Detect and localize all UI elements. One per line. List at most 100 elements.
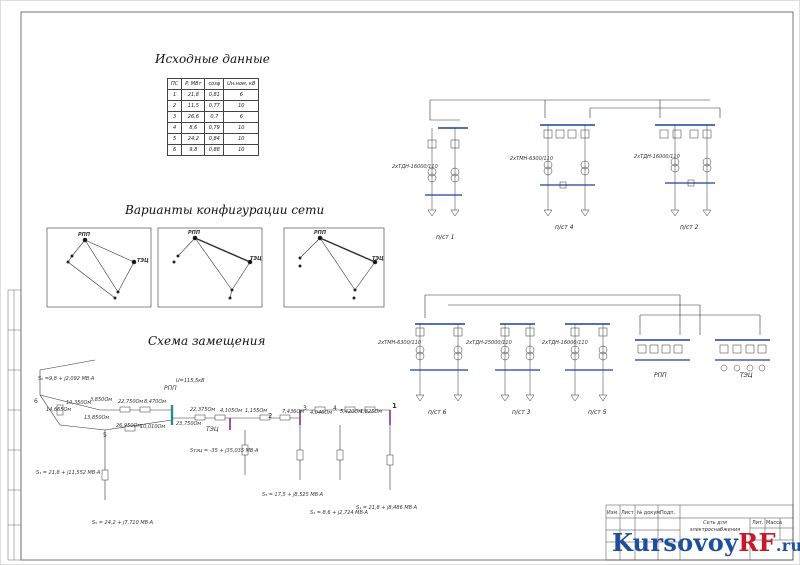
table-cell: 26,6 [181, 111, 206, 123]
table-header: cosφ [204, 78, 225, 90]
ps2-transformer-label: 2хТДН-16000/110 [634, 154, 680, 160]
stamp-field: Лит. [752, 520, 764, 526]
impedance-label: 10,350Ом [66, 400, 92, 406]
impedance-label: 4,046Ом [310, 410, 333, 416]
scheme-rpp-label: РПП [164, 385, 177, 392]
variants-title: Варианты конфигурации сети [125, 203, 325, 217]
variant-3-rpp-label: РПП [314, 230, 327, 236]
impedance-label: 14,665Ом [46, 407, 72, 413]
ps1-label: п/ст 1 [436, 234, 455, 241]
ps6-transformer-label: 2хТМН-6300/110 [378, 340, 422, 346]
rpp-label: РПП [654, 372, 667, 379]
tec-label: ТЭЦ [740, 372, 753, 379]
ps2-label: п/ст 2 [680, 224, 699, 231]
variant-2-rpp-label: РПП [188, 230, 201, 236]
source-data-title: Исходные данные [155, 52, 270, 66]
ps2-schematic [659, 125, 715, 217]
table-cell: 0,79 [204, 122, 225, 134]
scheme-node-6: 6 [34, 398, 38, 405]
rpp-schematic [635, 344, 690, 361]
table-cell: 0,81 [204, 89, 225, 101]
stamp-field: Лист [621, 510, 634, 516]
substitution-scheme [39, 359, 394, 500]
table-cell: 3 [166, 111, 183, 123]
variant-box-3 [283, 227, 385, 308]
variant-2-tec-label: ТЭЦ [250, 256, 262, 262]
impedance-label: 1,155Ом [245, 408, 268, 414]
scheme-load-tec: Sтэц = -35 + j35,035 МВ·А [190, 448, 259, 454]
scheme-node-2: 2 [268, 412, 273, 420]
table-cell: 0,88 [204, 144, 225, 156]
ps4-schematic [540, 125, 595, 217]
scheme-load-1a: S₁ = 21,8 + j11,552 МВ·А [36, 470, 101, 476]
impedance-label: 4,105Ом [220, 408, 243, 414]
table-cell: 11,5 [181, 100, 206, 112]
scheme-node-4: 4 [333, 405, 337, 412]
table-cell: 6 [166, 144, 183, 156]
table-cell: 10 [223, 100, 260, 112]
impedance-label: 13,850Ом [84, 415, 110, 421]
variant-1-tec-label: ТЭЦ [137, 258, 149, 264]
ps3-schematic [495, 324, 540, 402]
table-cell: 6 [223, 89, 260, 101]
ps3-transformer-label: 2хТДН-25000/110 [466, 340, 512, 346]
impedance-label: 23,750Ом [176, 421, 202, 427]
table-cell: 2 [166, 100, 183, 112]
ps4-label: п/ст 4 [555, 224, 574, 231]
impedance-label: 8,470Ом [144, 399, 167, 405]
table-header: ПС [166, 78, 183, 90]
scheme-node-5: 5 [103, 432, 107, 439]
upper-network [429, 99, 721, 129]
scheme-load-6: S₆ =9,8 + j2,092 МВ·А [38, 376, 95, 382]
tec-schematic [715, 344, 770, 372]
table-header: Uн.ном, кВ [223, 78, 260, 90]
impedance-label: 1,825Ом [360, 409, 383, 415]
scheme-tec-label: ТЭЦ [206, 426, 219, 433]
lower-network [415, 294, 770, 341]
ps1-transformer-label: 2хТДН-16000/110 [392, 164, 438, 170]
impedance-label: 3,850Ом [90, 397, 113, 403]
scheme-load-5: S₅ = 24,2 + j7,710 МВ·А [92, 520, 154, 526]
ps6-label: п/ст 6 [428, 409, 447, 416]
table-cell: 1 [166, 89, 183, 101]
watermark-main: Kursovoy [612, 528, 739, 557]
table-cell: 10 [223, 133, 260, 145]
scheme-node-3: 3 [303, 405, 307, 412]
table-cell: 0,7 [204, 111, 225, 123]
ps4-transformer-label: 2хТМН-6300/110 [510, 156, 554, 162]
table-cell: 0,77 [204, 100, 225, 112]
table-cell: 5 [166, 133, 183, 145]
watermark-suffix: .ru [775, 536, 800, 555]
stamp-title: Сеть для электроснабжения [689, 520, 741, 533]
impedance-label: 22,375Ом [190, 407, 216, 413]
ps5-label: п/ст 5 [588, 409, 607, 416]
impedance-label: 22,750Ом [118, 399, 144, 405]
table-cell: 0,84 [204, 133, 225, 145]
impedance-label: 26,950Ом [116, 423, 142, 429]
ps6-schematic [410, 324, 468, 402]
variant-box-2 [157, 227, 263, 308]
ps3-label: п/ст 3 [512, 409, 531, 416]
variant-3-tec-label: ТЭЦ [372, 256, 384, 262]
table-cell: 4 [166, 122, 183, 134]
impedance-label: 10,010Ом [140, 424, 166, 430]
stamp-field: № докум. [637, 510, 662, 516]
table-cell: 21,8 [181, 89, 206, 101]
table-header: P, MВт [181, 78, 206, 90]
watermark-accent: RF [738, 528, 776, 557]
title-block [605, 504, 794, 561]
variant-1-rpp-label: РПП [78, 232, 91, 238]
impedance-label: 7,436Ом [282, 409, 305, 415]
scheme-title: Схема замещения [148, 334, 266, 348]
watermark-logo: KursovoyRF.ru [612, 528, 800, 557]
stamp-field: Масса [766, 520, 782, 526]
ps5-transformer-label: 2хТДН-16000/110 [542, 340, 588, 346]
